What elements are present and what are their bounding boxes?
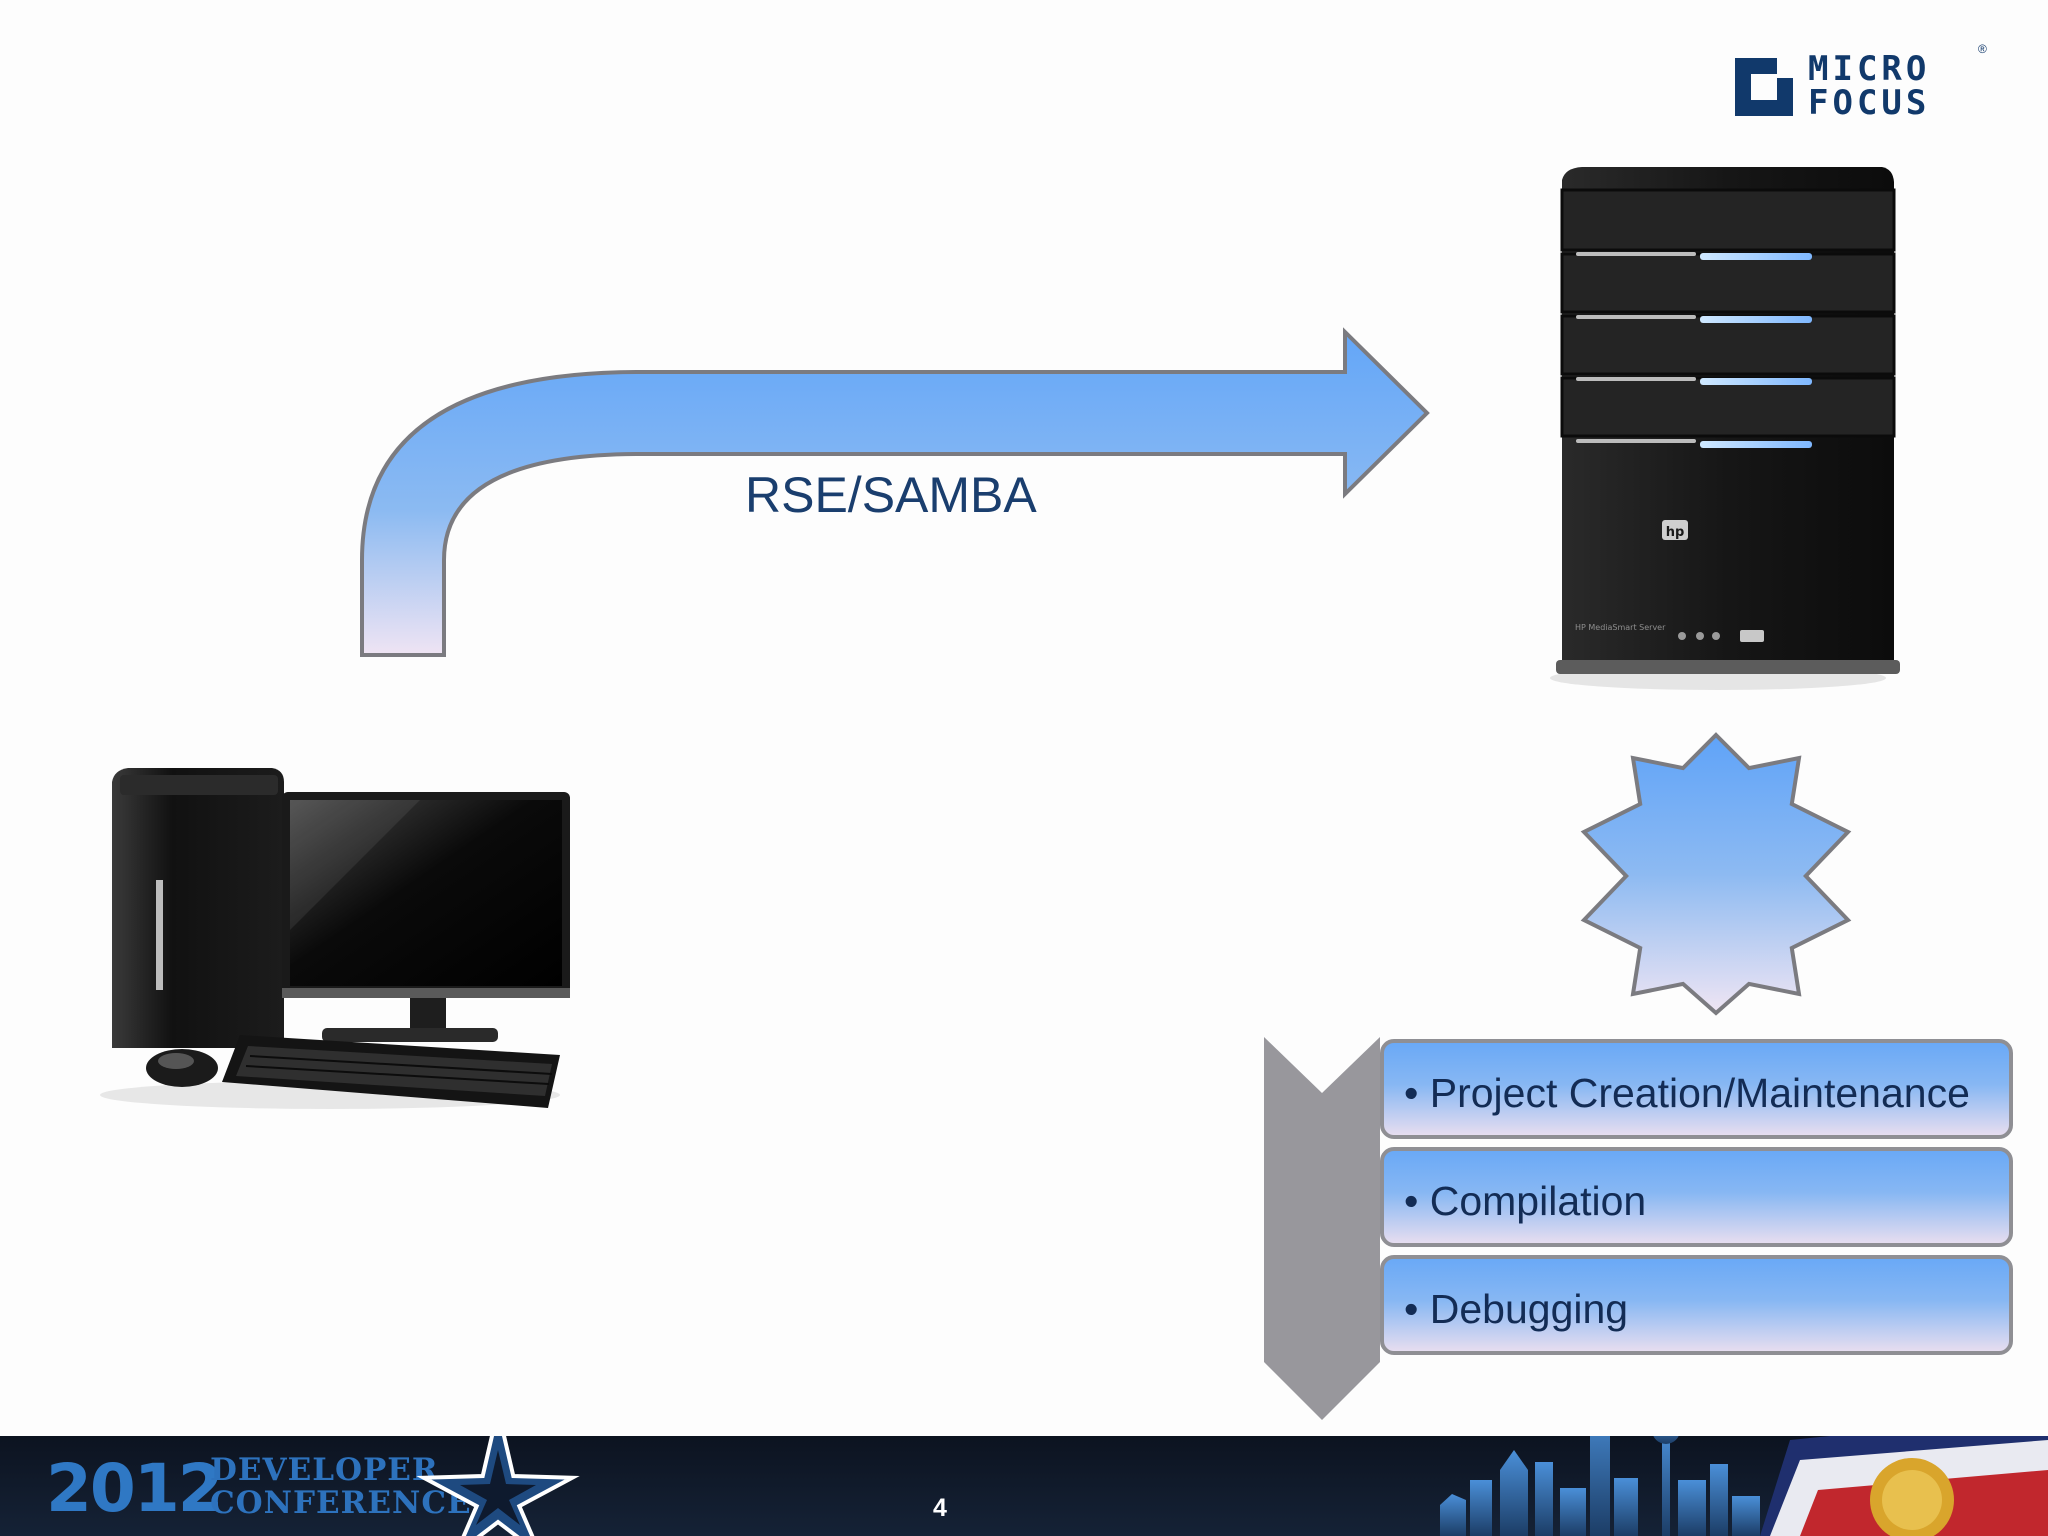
server-model-label: HP MediaSmart Server	[1575, 623, 1666, 632]
arrow-label: RSE/SAMBA	[745, 467, 1037, 523]
server-tower-icon: hp HP MediaSmart Server	[1550, 167, 1900, 690]
feature-item-project: • Project Creation/Maintenance	[1380, 1039, 2013, 1139]
svg-text:hp: hp	[1666, 525, 1685, 540]
footer-year: 2012	[46, 1450, 224, 1527]
footer-event-name: DEVELOPER CONFERENCE	[210, 1454, 472, 1520]
desktop-computer-icon	[100, 768, 570, 1109]
feature-label: • Compilation	[1404, 1178, 1647, 1224]
micro-focus-wordmark: MICRO FOCUS	[1808, 52, 1988, 120]
footer-overlay	[416, 1436, 2048, 1536]
process-star-burst	[1580, 732, 1852, 1016]
footer-skyline-graphic	[1440, 1436, 2048, 1536]
micro-focus-logo-icon	[1735, 58, 1793, 116]
footer-star-icon	[416, 1436, 580, 1536]
footer-banner: 2012 DEVELOPER CONFERENCE	[0, 1436, 2048, 1536]
feature-label: • Project Creation/Maintenance	[1404, 1070, 1970, 1116]
footer-event-line-2: CONFERENCE	[210, 1485, 472, 1521]
page-number: 4	[933, 1494, 947, 1522]
feature-label: • Debugging	[1404, 1286, 1629, 1332]
logo-line-1: MICRO	[1808, 49, 1931, 89]
curved-arrow	[360, 327, 1430, 657]
footer-event-line-1: DEVELOPER	[210, 1452, 439, 1488]
feature-item-compilation: • Compilation	[1380, 1147, 2013, 1247]
gray-chevron-arrow	[1264, 1037, 1380, 1420]
feature-item-debugging: • Debugging	[1380, 1255, 2013, 1355]
registered-mark: ®	[1978, 42, 1987, 56]
logo-line-2: FOCUS	[1808, 83, 1931, 123]
